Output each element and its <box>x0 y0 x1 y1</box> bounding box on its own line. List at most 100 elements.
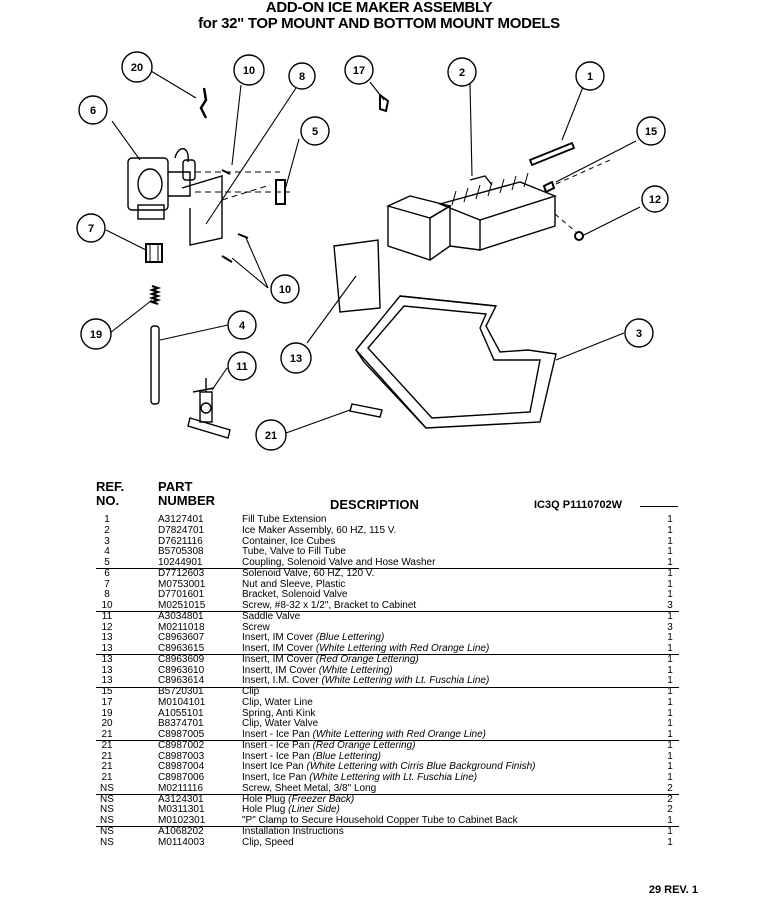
callout-15: 15 <box>636 116 666 146</box>
callout-10b: 10 <box>270 274 300 304</box>
cell-desc: Screw, #8-32 x 1/2", Bracket to Cabinet <box>242 600 416 612</box>
cell-desc: Insert, IM Cover (Blue Lettering) <box>242 632 384 644</box>
cell-ref: NS <box>100 782 114 794</box>
cell-desc: Insert - Ice Pan (White Lettering with R… <box>242 729 486 741</box>
callout-10: 10 <box>233 54 265 86</box>
callout-5: 5 <box>300 116 330 146</box>
cell-qty: 1 <box>667 707 673 719</box>
cell-part: C8963607 <box>158 632 205 644</box>
cell-part: D7824701 <box>158 524 205 536</box>
cell-ref: 6 <box>104 567 110 579</box>
cell-desc-text: Solenoid Valve, 60 HZ, 120 V. <box>242 567 375 579</box>
cell-part: C8987006 <box>158 772 205 783</box>
cell-qty: 1 <box>667 514 673 525</box>
cell-desc: Nut and Sleeve, Plastic <box>242 579 345 591</box>
cell-qty: 1 <box>667 643 673 654</box>
cell-desc: Clip, Water Valve <box>242 718 318 730</box>
cell-ref: 17 <box>101 696 113 708</box>
cell-part: A3034801 <box>158 610 204 622</box>
svg-text:10: 10 <box>279 284 291 296</box>
page-footer: 29 REV. 1 <box>648 884 698 896</box>
cell-part: M0114003 <box>158 836 205 848</box>
cell-ref: 2 <box>104 524 110 536</box>
cell-desc-text: Insert, IM Cover <box>242 653 316 665</box>
cell-ref: 11 <box>101 610 113 622</box>
cell-desc-note: (Liner Side) <box>288 804 340 816</box>
cell-desc-text: Spring, Anti Kink <box>242 707 316 719</box>
part-clip <box>542 180 556 194</box>
cell-desc: Insert, IM Cover (Red Orange Lettering) <box>242 653 419 666</box>
cell-desc-note: (Red Orange Lettering) <box>312 739 416 751</box>
cell-ref: 19 <box>101 707 113 719</box>
cell-part: B8374701 <box>158 718 204 730</box>
cell-desc-note: (White Lettering with Lt. Fuschia Line) <box>309 772 478 783</box>
callout-8: 8 <box>288 62 316 90</box>
callout-7: 7 <box>76 213 106 243</box>
cell-desc-text: Insert - Ice Pan <box>242 750 313 762</box>
cell-part: A3124301 <box>158 793 204 805</box>
cell-desc: Insert - Ice Pan (Blue Lettering) <box>242 750 381 763</box>
svg-text:20: 20 <box>131 62 143 74</box>
cell-ref: 21 <box>101 772 113 783</box>
cell-desc-note: (Red Orange Lettering) <box>315 653 419 665</box>
cell-desc-text: Ice Maker Assembly, 60 HZ, 115 V. <box>242 524 397 536</box>
cell-desc-text: Container, Ice Cubes <box>242 535 336 547</box>
cell-desc: Insert - Ice Pan (Red Orange Lettering) <box>242 739 416 752</box>
cell-qty: 1 <box>667 772 673 783</box>
cell-desc: Container, Ice Cubes <box>242 535 336 548</box>
cell-ref: 15 <box>101 686 113 697</box>
cell-desc-text: "P" Clamp to Secure Household Copper Tub… <box>242 815 518 826</box>
cell-part: C8987004 <box>158 761 205 773</box>
cell-part: M0211116 <box>158 782 204 794</box>
header-description: DESCRIPTION <box>330 497 419 512</box>
cell-qty: 1 <box>667 546 673 558</box>
header-ref-line1: REF. <box>96 479 125 494</box>
cell-desc-note: (Freezer Back) <box>288 793 355 805</box>
cell-ref: 7 <box>104 578 110 590</box>
svg-text:17: 17 <box>353 65 365 77</box>
cell-qty: 1 <box>667 696 673 708</box>
cell-ref: 13 <box>101 653 113 665</box>
cell-ref: 5 <box>104 557 110 568</box>
cell-ref: 8 <box>104 589 110 601</box>
cell-ref: 13 <box>101 664 113 676</box>
cell-qty: 1 <box>667 557 673 568</box>
cell-ref: 1 <box>104 514 110 525</box>
cell-qty: 2 <box>667 793 673 805</box>
part-ice-maker-assembly <box>385 172 558 261</box>
svg-text:4: 4 <box>239 320 246 332</box>
cell-desc-text: Insert - Ice Pan <box>242 729 313 740</box>
callout-12: 12 <box>641 185 669 213</box>
cell-desc: Hole Plug (Liner Side) <box>242 804 340 816</box>
cell-ref: 10 <box>101 600 113 611</box>
cell-part: D7712603 <box>158 567 205 579</box>
cell-part: C8987002 <box>158 739 205 751</box>
cell-qty: 1 <box>667 578 673 590</box>
cell-desc-text: Tube, Valve to Fill Tube <box>242 546 346 558</box>
cell-part: A1068202 <box>158 825 204 837</box>
cell-desc-text: Insert Ice Pan <box>242 761 307 773</box>
cell-part: D7701601 <box>158 589 205 601</box>
cell-desc-text: Hole Plug <box>242 804 289 816</box>
cell-desc-text: Clip, Speed <box>242 836 294 848</box>
cell-ref: 12 <box>101 621 113 633</box>
page-title: ADD-ON ICE MAKER ASSEMBLY <box>265 0 493 16</box>
cell-part: M0211018 <box>158 621 205 633</box>
callout-1: 1 <box>575 61 605 91</box>
svg-text:7: 7 <box>88 223 94 235</box>
callout-19: 19 <box>80 318 112 350</box>
cell-part: M0251015 <box>158 600 206 611</box>
cell-desc-text: Insert - Ice Pan <box>242 739 313 751</box>
header-model-number: IC3Q P1110702W <box>534 499 623 511</box>
cell-qty: 3 <box>667 621 673 633</box>
